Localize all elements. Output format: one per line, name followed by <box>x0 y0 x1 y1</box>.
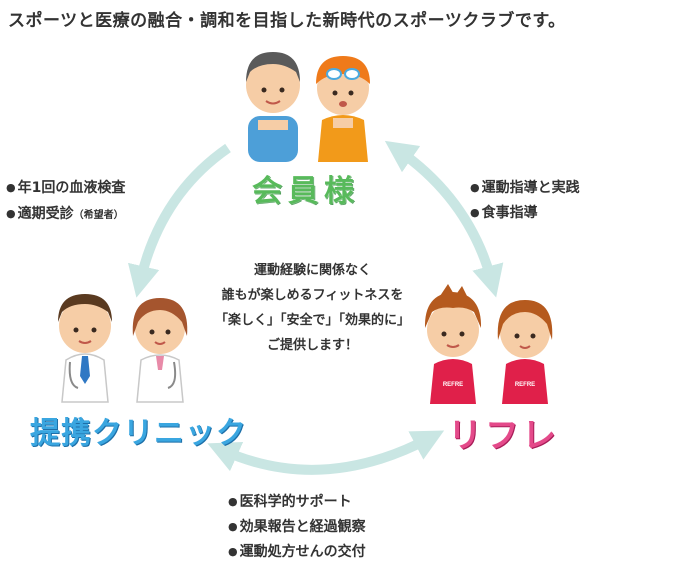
list-item: 年1回の血液検査 <box>6 176 126 202</box>
clinic-services-list: 年1回の血液検査 適期受診（希望者） <box>6 176 126 228</box>
rifure-label: リフレ <box>448 416 559 456</box>
clinic-label: 提携クリニック <box>30 416 247 451</box>
rifure-services-list: 運動指導と実践 食事指導 <box>470 176 580 226</box>
clinic-support-list: 医科学的サポート 効果報告と経過観察 運動処方せんの交付 <box>228 490 366 565</box>
page-headline: スポーツと医療の融合・調和を目指した新時代のスポーツクラブです。 <box>8 11 566 31</box>
center-message-line: ご提供します！ <box>266 338 358 353</box>
members-label: 会員様 <box>252 174 360 209</box>
list-item: 医科学的サポート <box>228 490 366 515</box>
center-message-line: 誰もが楽しめるフィットネスを <box>221 288 404 303</box>
list-item: 食事指導 <box>470 201 580 226</box>
arrow-clinic-rifure <box>207 430 445 475</box>
list-item-note: （希望者） <box>73 210 124 221</box>
list-item: 適期受診（希望者） <box>6 202 125 228</box>
center-message: 運動経験に関係なく 誰もが楽しめるフィットネスを 「楽しく」「安全で」「効果的に… <box>205 258 420 358</box>
list-item: 運動処方せんの交付 <box>228 540 366 565</box>
clinic-nurse-icon <box>132 298 188 403</box>
clinic-doctor-icon <box>58 294 112 403</box>
rifure-trainer-man-icon: REFRE <box>424 284 482 404</box>
list-item: 運動指導と実践 <box>470 176 580 201</box>
rifure-shirt-badge-2: REFRE <box>515 382 535 388</box>
list-item: 効果報告と経過観察 <box>228 515 366 540</box>
member-man-icon <box>246 52 300 162</box>
rifure-trainer-woman-icon: REFRE <box>497 300 553 404</box>
arrow-members-to-clinic <box>127 143 231 298</box>
rifure-shirt-badge: REFRE <box>443 382 463 388</box>
center-message-line: 運動経験に関係なく <box>253 263 371 278</box>
center-message-line: 「楽しく」「安全で」「効果的に」 <box>214 313 410 328</box>
member-woman-swimmer-icon <box>316 56 370 162</box>
arrow-members-rifure <box>384 140 504 298</box>
